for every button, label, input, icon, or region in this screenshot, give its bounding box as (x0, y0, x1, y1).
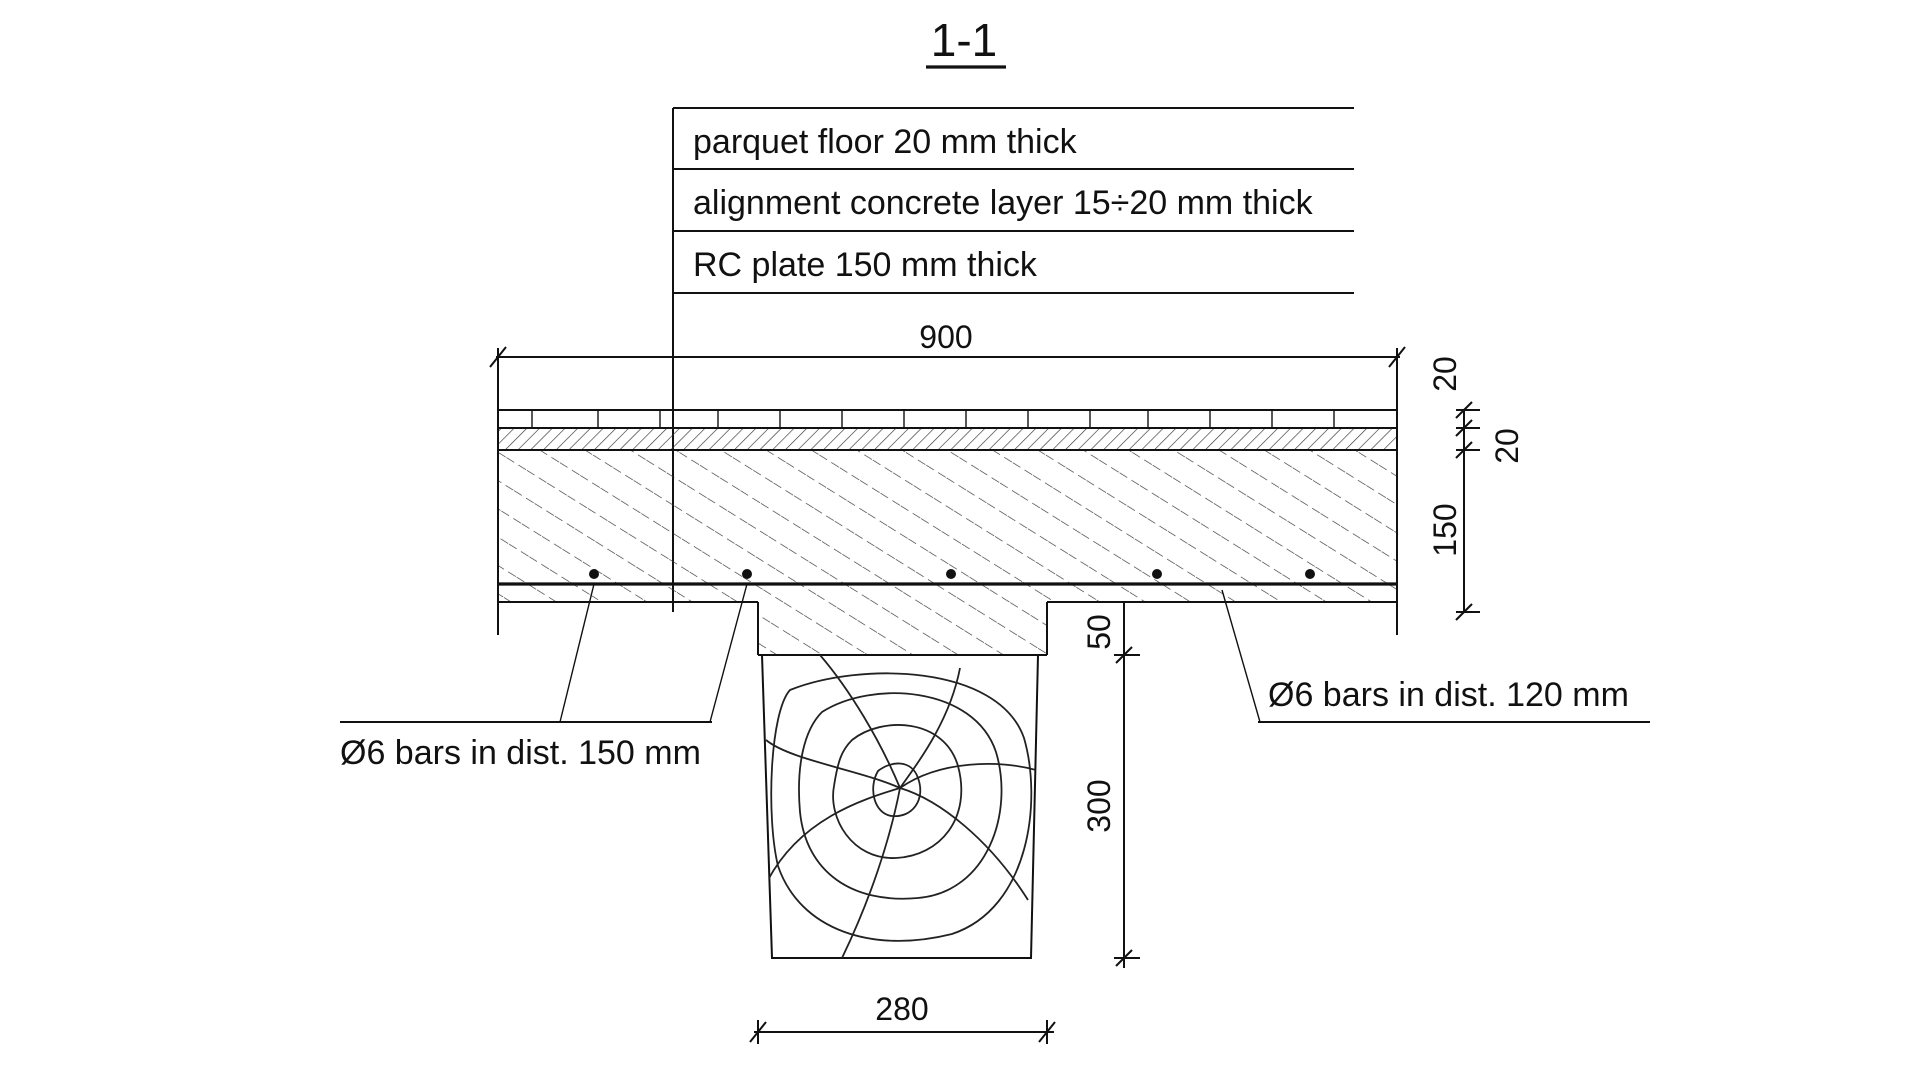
layer-legend: parquet floor 20 mm thick alignment conc… (672, 107, 1354, 612)
timber-beam (760, 654, 1040, 959)
parquet-floor-layer (498, 409, 1397, 429)
dimension-beam-width: 280 (749, 991, 1056, 1044)
dimension-label-beam-300: 300 (1081, 779, 1117, 832)
note-bars-left: Ø6 bars in dist. 150 mm (340, 734, 701, 772)
dimension-label-alignment-20: 20 (1489, 428, 1525, 464)
note-bars-right: Ø6 bars in dist. 120 mm (1268, 676, 1629, 714)
dimension-label-900: 900 (919, 319, 972, 355)
section-title: 1-1 (931, 14, 997, 66)
rebar-dots (589, 569, 1315, 579)
layer-label-parquet: parquet floor 20 mm thick (693, 123, 1078, 161)
dimension-label-cover-50: 50 (1081, 614, 1117, 650)
dimension-beam-height: 50 300 (1081, 602, 1140, 968)
leader-bars-right: Ø6 bars in dist. 120 mm (1221, 589, 1650, 723)
leader-bars-left: Ø6 bars in dist. 150 mm (340, 583, 748, 772)
layer-label-rc-plate: RC plate 150 mm thick (693, 246, 1038, 284)
dimension-label-plate-150: 150 (1427, 503, 1463, 556)
rc-plate-concrete (498, 450, 1397, 655)
layer-label-alignment: alignment concrete layer 15÷20 mm thick (693, 184, 1314, 222)
dimension-label-280: 280 (875, 991, 928, 1027)
dimension-total-width: 900 (489, 319, 1406, 410)
dimension-slab-thickness: 20 20 150 (1427, 356, 1525, 621)
dimension-label-parquet-20: 20 (1427, 356, 1463, 392)
alignment-concrete-layer (497, 427, 1398, 451)
